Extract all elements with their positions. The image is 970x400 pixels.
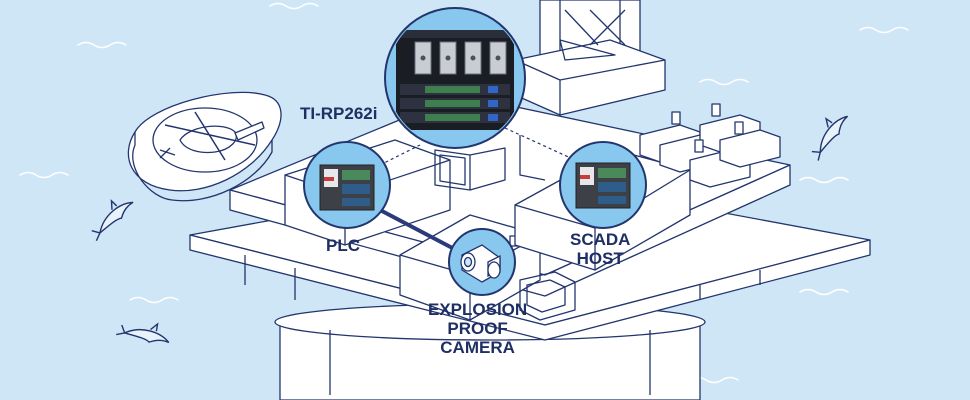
rack-label: TI-RP262i xyxy=(300,104,377,123)
wave-icon xyxy=(799,176,849,184)
camera-icon xyxy=(460,244,501,283)
lower-frames xyxy=(519,271,576,321)
scada-label-line2: HOST xyxy=(576,249,624,268)
wave-icon xyxy=(77,41,127,49)
camera-label-line3: CAMERA xyxy=(440,338,515,357)
platform-leg-bottom xyxy=(329,330,651,395)
wave-icon xyxy=(859,26,909,34)
wave-icon xyxy=(129,296,179,304)
wave-icon xyxy=(799,288,849,296)
back-building xyxy=(514,39,666,116)
plc-camera-link xyxy=(379,208,461,254)
rack-server-icon xyxy=(396,30,514,130)
storage-tanks xyxy=(639,103,781,188)
lower-deck-edge xyxy=(189,234,871,341)
wave-icon xyxy=(19,171,69,179)
sea-waves xyxy=(19,2,909,384)
scada-label-line1: SCADA xyxy=(570,230,631,249)
network-switch-icon xyxy=(575,162,631,209)
camera-label: EXPLOSION PROOF CAMERA xyxy=(428,300,527,357)
camera-label-line1: EXPLOSION xyxy=(428,300,528,319)
network-switch-icon xyxy=(319,164,375,211)
dolphin-icon xyxy=(116,322,170,344)
platform-structure xyxy=(127,0,871,400)
dotted-leader-lines xyxy=(379,127,576,166)
rack-callout xyxy=(384,7,526,149)
dolphin-icon xyxy=(91,199,134,242)
camera-label-line2: PROOF xyxy=(447,319,508,338)
dolphin-icon xyxy=(811,115,849,161)
wave-icon xyxy=(699,78,749,86)
plc-label: PLC xyxy=(326,236,360,255)
wave-icon xyxy=(269,2,319,10)
frame-structures xyxy=(434,135,546,191)
helicopter-icon xyxy=(159,111,265,161)
rack-label-text: TI-RP262i xyxy=(300,104,378,123)
scada-label: SCADA HOST xyxy=(570,230,630,268)
plc-label-text: PLC xyxy=(326,236,360,255)
camera-callout xyxy=(448,228,516,296)
plc-callout xyxy=(303,141,391,229)
scada-callout xyxy=(559,141,647,229)
